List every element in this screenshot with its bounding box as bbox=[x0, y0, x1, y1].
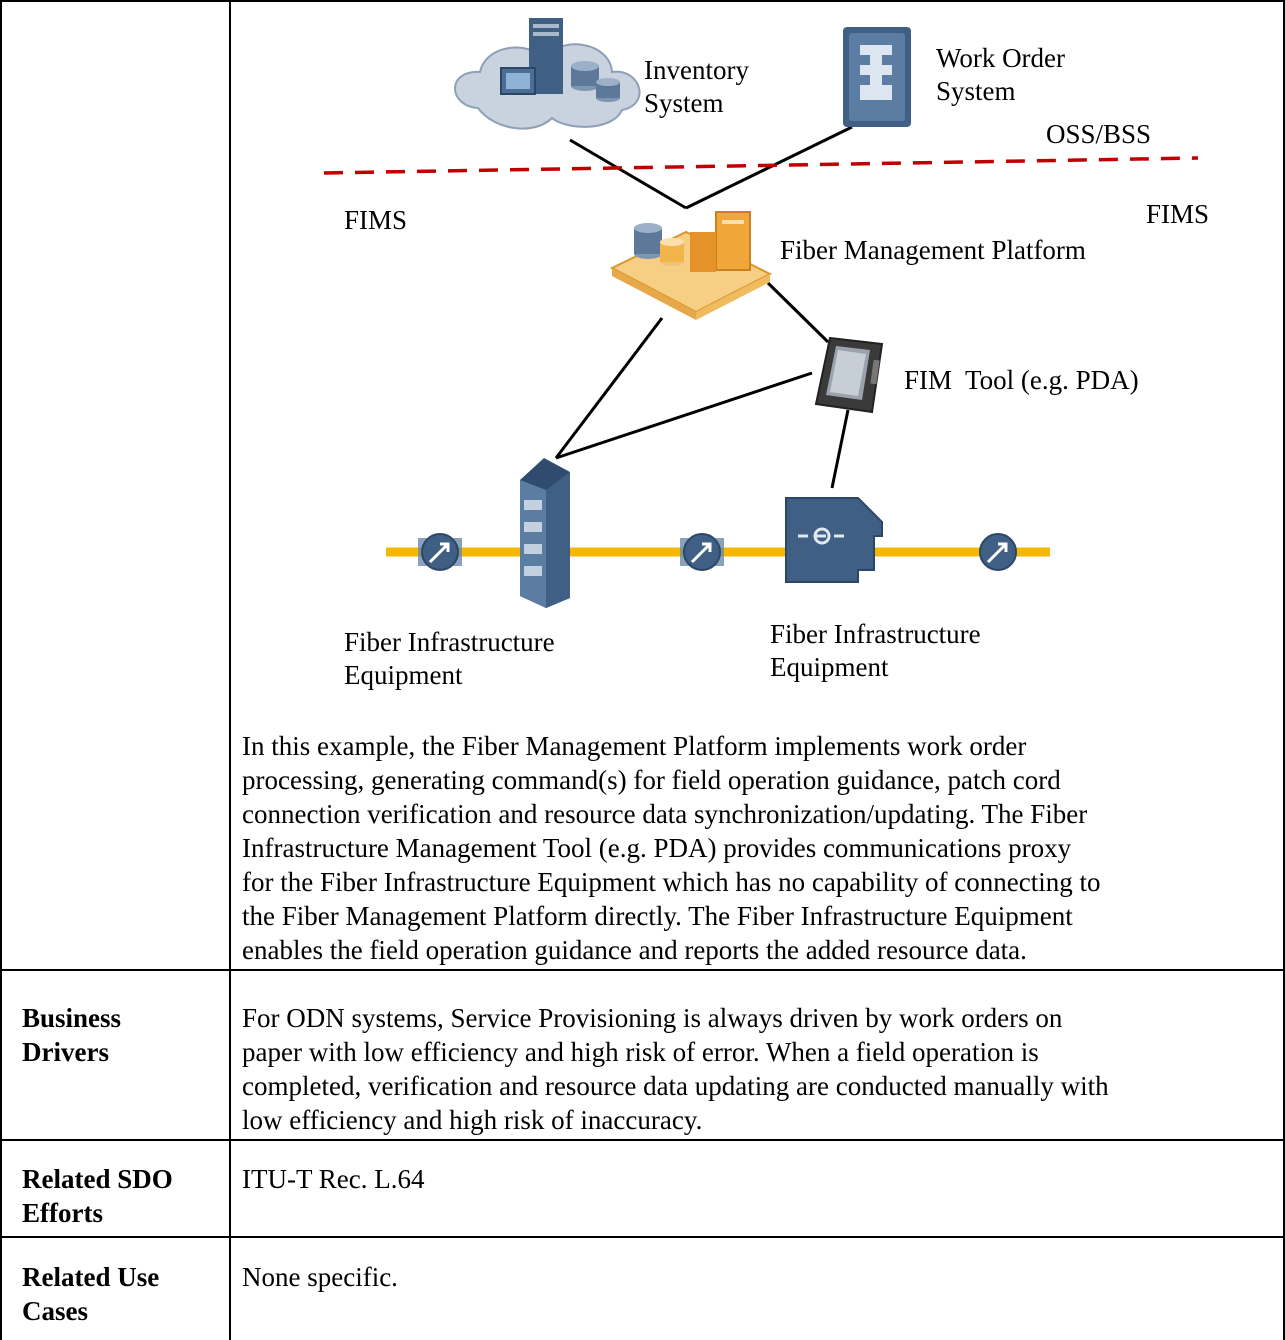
description-line: enables the field operation guidance and… bbox=[242, 935, 1027, 965]
diagram-description: In this example, the Fiber Management Pl… bbox=[242, 729, 1272, 967]
row-divider-3 bbox=[0, 1236, 1285, 1238]
fiber-management-platform-label: Fiber Management Platform bbox=[780, 235, 1086, 265]
link-tool-equipment bbox=[555, 371, 813, 460]
fiber-infrastructure-equipment-odf-icon bbox=[785, 497, 883, 583]
link-inventory-platform bbox=[569, 138, 687, 210]
row-divider-2 bbox=[0, 1139, 1285, 1141]
table-column-divider bbox=[229, 0, 231, 1340]
link-tool-odf bbox=[830, 409, 850, 489]
fim-tool-pda-icon bbox=[814, 336, 884, 414]
link-workorder-platform bbox=[685, 125, 853, 210]
oss-bss-boundary-line bbox=[323, 156, 1199, 175]
description-line: Infrastructure Management Tool (e.g. PDA… bbox=[242, 833, 1072, 863]
description-line: processing, generating command(s) for fi… bbox=[242, 765, 1061, 795]
description-line: the Fiber Management Platform directly. … bbox=[242, 901, 1073, 931]
table-border-top bbox=[0, 0, 1285, 2]
fiber-management-platform-icon bbox=[609, 211, 773, 320]
fims-label-right: FIMS bbox=[1146, 199, 1210, 229]
description-line: for the Fiber Infrastructure Equipment w… bbox=[242, 867, 1101, 897]
work-order-system-icon bbox=[843, 27, 911, 127]
fiber-connector-icon-1 bbox=[418, 533, 462, 571]
oss-bss-label: OSS/BSS bbox=[1046, 119, 1152, 149]
description-line: In this example, the Fiber Management Pl… bbox=[242, 731, 1027, 761]
fiber-connector-icon-3 bbox=[979, 533, 1017, 571]
row-divider-1 bbox=[0, 969, 1285, 971]
link-platform-tool bbox=[766, 281, 830, 344]
fims-label-left: FIMS bbox=[344, 205, 408, 235]
fiber-connector-icon-2 bbox=[680, 533, 724, 571]
fim-tool-label: FIM Tool (e.g. PDA) bbox=[904, 365, 1139, 395]
fims-diagram bbox=[323, 18, 1199, 608]
description-line: connection verification and resource dat… bbox=[242, 799, 1088, 829]
business-drivers-text: For ODN systems, Service Provisioning is… bbox=[242, 1003, 1109, 1135]
fiber-infrastructure-equipment-rack-icon bbox=[520, 458, 570, 608]
link-platform-equipment bbox=[554, 317, 664, 459]
table-border-left bbox=[0, 0, 2, 1340]
related-use-cases-text: None specific. bbox=[242, 1262, 398, 1292]
inventory-system-icon bbox=[454, 18, 641, 130]
related-sdo-efforts-text: ITU-T Rec. L.64 bbox=[242, 1164, 425, 1194]
table-border-right bbox=[1283, 0, 1285, 1340]
